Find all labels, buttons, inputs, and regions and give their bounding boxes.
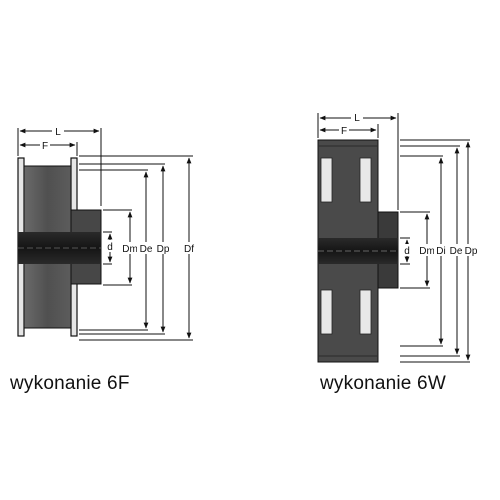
label-bg [120,242,140,254]
web-window-bottom-left [320,289,333,335]
label-bg [463,244,479,256]
dim-label-f-6w: F [341,126,347,137]
label-bg [401,244,413,256]
label-bg [351,111,363,123]
label-bg [40,139,50,151]
dim-label-dp-6f: Dp [157,244,170,255]
caption-6w: wykonanie 6W [320,373,446,394]
label-bg [339,124,349,136]
label-bg [434,244,448,256]
label-bg [449,244,463,256]
dim-label-de-6w: De [450,246,463,257]
dim-label-l-6f: L [55,127,61,138]
web-window-bottom-right [359,289,372,335]
web-window-top-left [320,157,333,203]
dim-label-de-6f: De [140,244,153,255]
dim-label-dp-6w: Dp [465,246,478,257]
label-bg [137,242,155,254]
dim-label-d-6w: d [404,246,410,257]
pulley-6w: L F d Dm Di De Dp [317,111,479,363]
dim-label-l-6w: L [354,113,360,124]
label-bg [104,240,116,252]
dim-label-d-6f: d [107,242,113,253]
label-bg [155,242,172,254]
label-bg [181,242,197,254]
dim-label-df-6f: Df [184,244,194,255]
dim-label-dm-6f: Dm [122,244,138,255]
label-bg [52,124,64,136]
label-bg [417,244,437,256]
pulley-6f: L F d Dm De Dp Df [17,124,197,341]
dim-label-di-6w: Di [436,246,445,257]
web-window-top-right [359,157,372,203]
dim-label-f-6f: F [42,141,48,152]
caption-6f: wykonanie 6F [10,373,130,394]
dim-label-dm-6w: Dm [419,246,435,257]
